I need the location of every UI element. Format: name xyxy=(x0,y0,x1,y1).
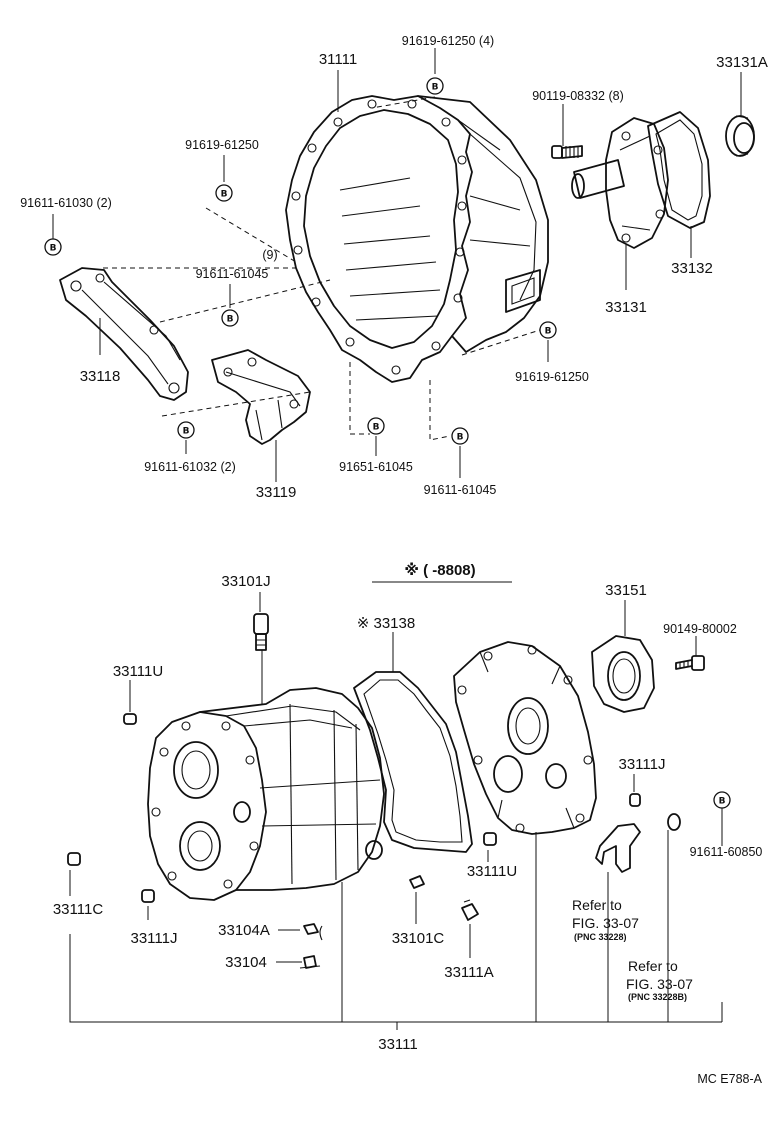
label-33104A: 33104A xyxy=(218,922,270,939)
badge-letter: B xyxy=(719,797,726,807)
label-91619-61250-4: 91619-61250 (4) xyxy=(402,34,494,48)
label-33131: 33131 xyxy=(605,299,647,316)
badge-letter: B xyxy=(457,433,464,443)
label-91651-61045: 91651-61045 xyxy=(339,460,413,474)
badge-letter: B xyxy=(373,423,380,433)
ref-line1: Refer to xyxy=(572,897,622,913)
label-33119: 33119 xyxy=(256,484,297,501)
badge-letter: B xyxy=(545,327,552,337)
gasket-33138 xyxy=(353,671,473,853)
label-33118: 33118 xyxy=(80,368,121,385)
label-33111U-b: 33111U xyxy=(467,863,517,880)
label-91619-61250-a: 91619-61250 xyxy=(185,138,259,152)
label-33131A: 33131A xyxy=(716,54,768,71)
badge-letter: B xyxy=(221,190,228,200)
ref-line3: (PNC 33228B) xyxy=(628,992,687,1002)
badge-b-1: B xyxy=(426,77,444,95)
dowel-33111U-a xyxy=(123,713,137,725)
label-9: (9) xyxy=(262,248,277,262)
badge-letter: B xyxy=(50,244,57,254)
clutch-housing-31111 xyxy=(285,95,549,383)
badge-letter: B xyxy=(183,427,190,437)
label-33104: 33104 xyxy=(225,954,267,971)
badge-b-5: B xyxy=(539,321,557,339)
plug-33104A xyxy=(303,923,323,941)
oil-seal-33131A xyxy=(725,115,755,157)
label-33101J: 33101J xyxy=(221,573,270,590)
label-33132: 33132 xyxy=(671,260,713,277)
label-33111A: 33111A xyxy=(444,964,494,981)
cover-33151 xyxy=(591,635,655,713)
gasket-33132 xyxy=(647,111,711,229)
figure-code: MC E788-A xyxy=(697,1072,762,1086)
bracket-33118 xyxy=(59,267,189,401)
ref-line1: Refer to xyxy=(628,958,678,974)
label-33101C: 33101C xyxy=(392,930,445,947)
label-33111-bottom: 33111 xyxy=(378,1036,418,1053)
label-90149-80002: 90149-80002 xyxy=(663,622,737,636)
extension-housing xyxy=(453,641,597,835)
label-31111-top: 31111 xyxy=(319,51,357,68)
badge-b-9: B xyxy=(713,791,731,809)
label-91611-61045-a: 91611-61045 xyxy=(196,267,269,281)
shift-part-ref xyxy=(595,823,641,873)
dowel-33111U-b xyxy=(483,832,497,846)
badge-letter: B xyxy=(432,83,439,93)
badge-b-3: B xyxy=(44,238,62,256)
note-header: ※ ( -8808) xyxy=(404,561,475,579)
plug-33111C xyxy=(67,852,81,866)
badge-b-2: B xyxy=(215,184,233,202)
label-33138: ※ 33138 xyxy=(357,615,415,632)
plug-33101C xyxy=(409,875,425,889)
label-33111J-b: 33111J xyxy=(131,930,178,947)
label-91611-61045-b: 91611-61045 xyxy=(424,483,497,497)
badge-letter: B xyxy=(227,315,234,325)
top-dashed-connectors xyxy=(103,96,541,441)
transmission-case-33111 xyxy=(147,687,385,901)
reference-note-1[interactable]: Refer to FIG. 33-07 (PNC 33228) xyxy=(572,897,639,942)
label-91611-60850: 91611-60850 xyxy=(690,845,763,859)
bolt-90119-08332 xyxy=(551,145,583,159)
sensor-33101J xyxy=(253,613,269,651)
badge-b-4: B xyxy=(221,309,239,327)
label-90119-08332-8: 90119-08332 (8) xyxy=(532,89,624,103)
plug-33111A xyxy=(461,899,479,921)
top-leader-lines xyxy=(52,48,742,482)
label-33151: 33151 xyxy=(605,582,647,599)
label-91611-61032-2: 91611-61032 (2) xyxy=(144,460,236,474)
dowel-33111J-b xyxy=(141,889,155,903)
bottom-leader-lines xyxy=(69,592,723,1030)
washer-91611-60850 xyxy=(667,813,681,831)
bracket-33119 xyxy=(211,349,311,445)
ref-line2: FIG. 33-07 xyxy=(626,976,693,992)
badge-b-8: B xyxy=(451,427,469,445)
badge-b-6: B xyxy=(177,421,195,439)
ref-line2: FIG. 33-07 xyxy=(572,915,639,931)
plug-33104 xyxy=(299,955,321,969)
label-33111C: 33111C xyxy=(53,901,103,918)
label-33111U-a: 33111U xyxy=(113,663,163,680)
label-33111J-a: 33111J xyxy=(619,756,666,773)
label-91619-61250-b: 91619-61250 xyxy=(515,370,589,384)
dowel-33111J-a xyxy=(629,793,641,807)
reference-note-2[interactable]: Refer to FIG. 33-07 (PNC 33228B) xyxy=(626,958,693,1002)
bolt-90149-80002 xyxy=(675,655,705,671)
ref-line3: (PNC 33228) xyxy=(574,932,627,942)
badge-b-7: B xyxy=(367,417,385,435)
label-91611-61030-2: 91611-61030 (2) xyxy=(20,196,112,210)
bearing-retainer-33131 xyxy=(571,117,669,249)
